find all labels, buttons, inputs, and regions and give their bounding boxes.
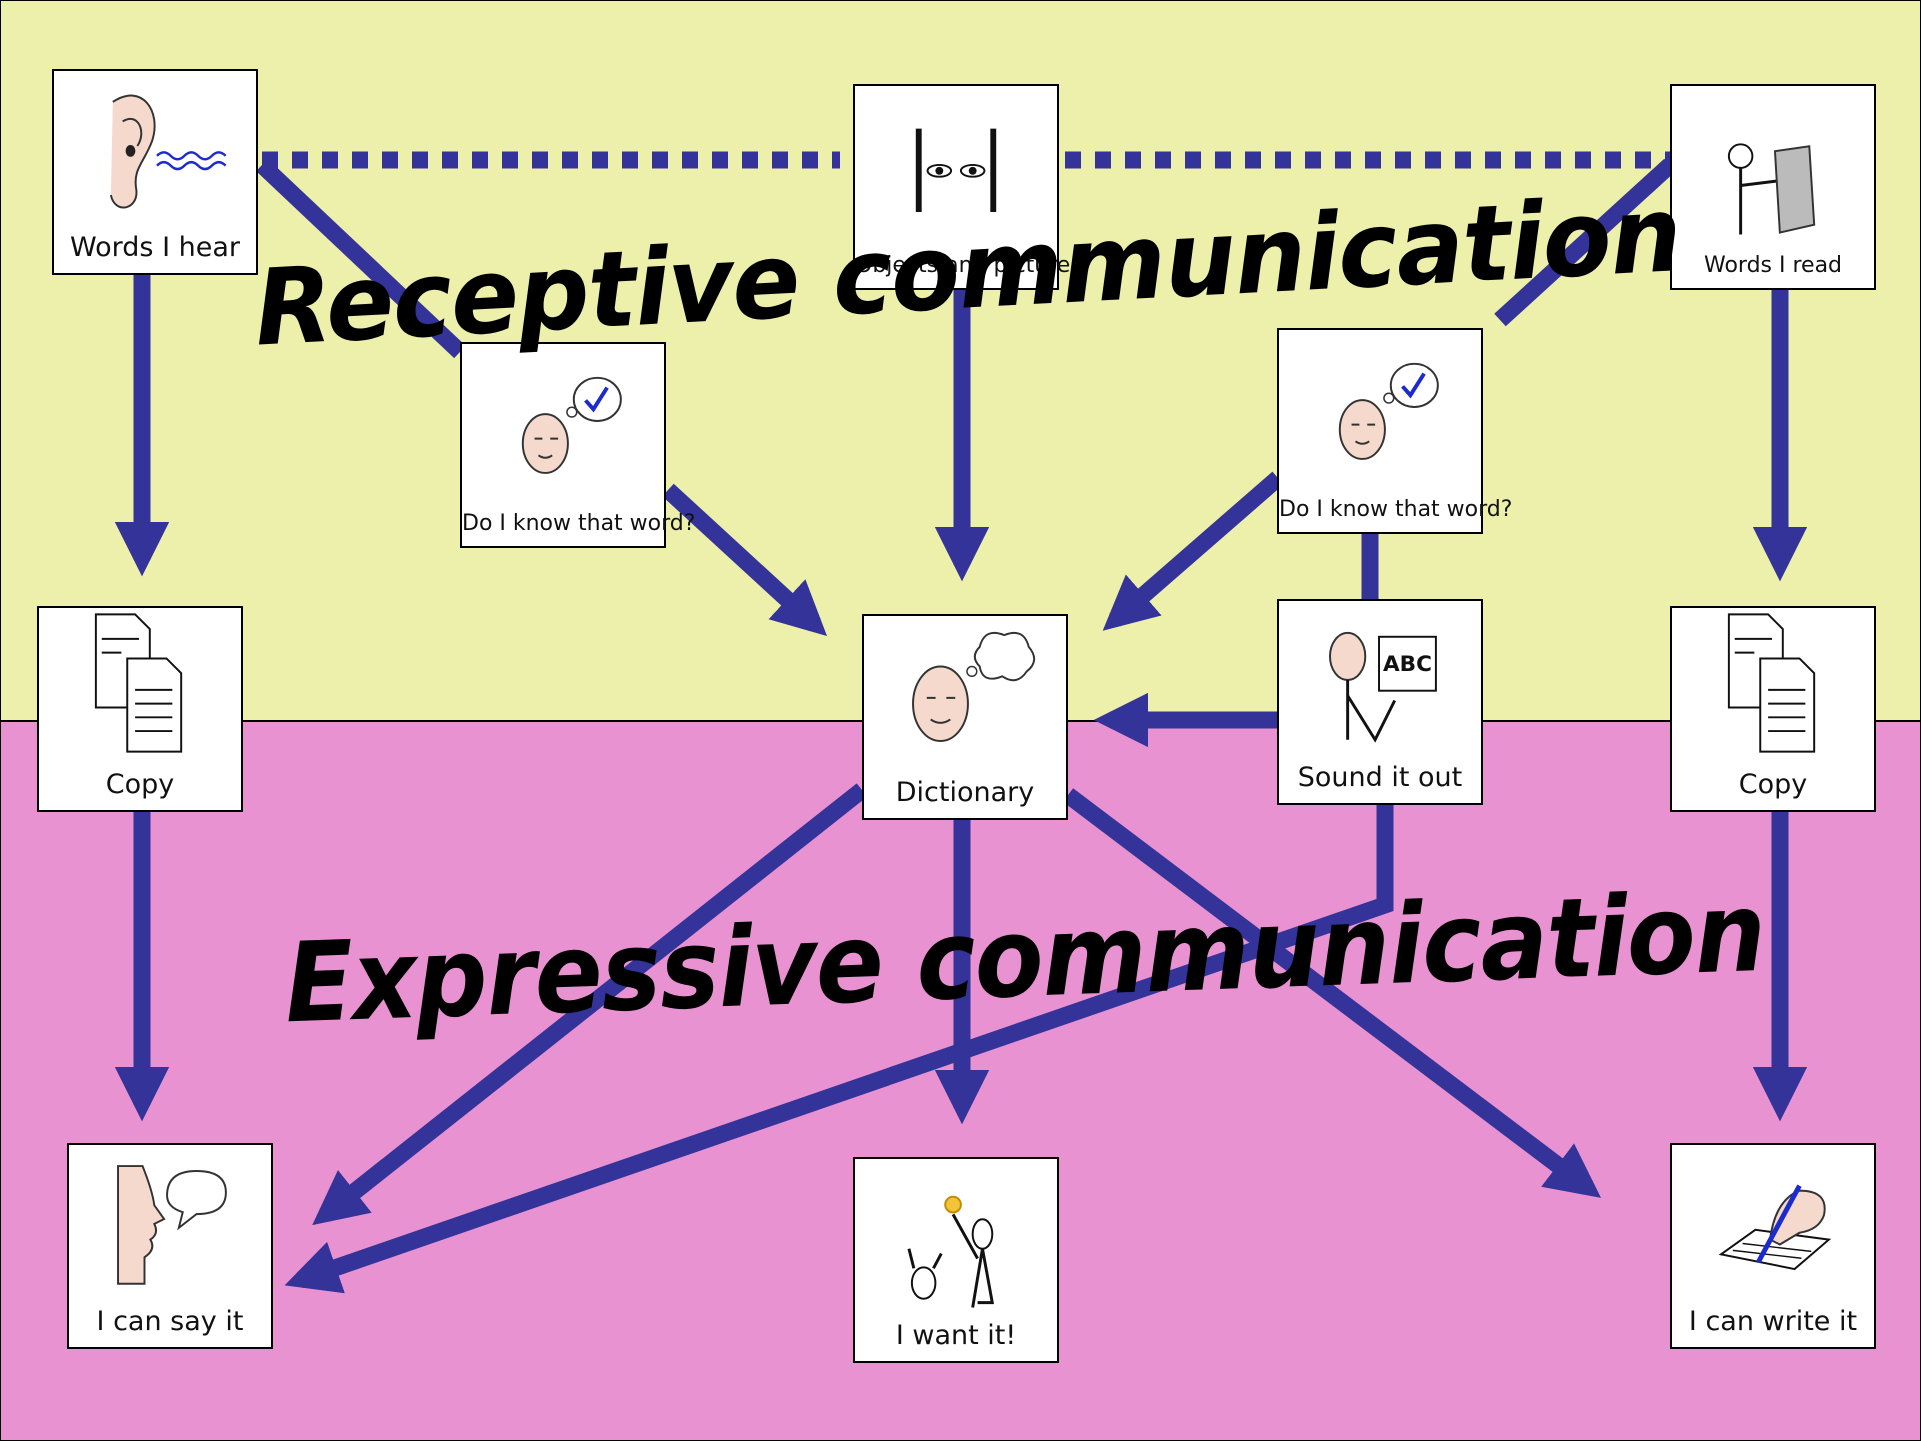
node-objects-and-pictures: Objects and pictures xyxy=(853,84,1082,290)
node-label: Copy xyxy=(105,769,175,800)
arrow-doiknow-to-dictionary xyxy=(662,483,828,637)
eyes-icon xyxy=(915,128,997,212)
want-icon xyxy=(907,1195,995,1308)
documents-icon xyxy=(94,613,183,753)
node-label: Words I read xyxy=(1703,253,1843,278)
node-label: Objects and pictures xyxy=(855,253,1082,278)
node-label: Words I hear xyxy=(70,232,240,263)
node-i-can-say-it: I can say it xyxy=(67,1143,273,1349)
node-label: Dictionary xyxy=(895,777,1035,808)
node-do-i-know-that-word-left: Do I know that word? xyxy=(460,342,696,548)
node-label: I can write it xyxy=(1688,1306,1858,1337)
node-sound-it-out: ABC Sound it out xyxy=(1277,599,1483,805)
writing-hand-icon xyxy=(1718,1184,1832,1271)
node-dictionary: Dictionary xyxy=(862,614,1068,820)
arrow-dictionary-to-write xyxy=(1062,788,1602,1198)
link-hear-to-doiknow xyxy=(256,158,466,359)
node-copy-left: Copy xyxy=(37,606,243,812)
node-label: Sound it out xyxy=(1297,762,1463,793)
node-label: Do I know that word? xyxy=(462,511,696,536)
documents-icon xyxy=(1727,613,1816,753)
node-words-i-hear: Words I hear xyxy=(52,69,258,275)
node-words-i-read: Words I read xyxy=(1670,84,1876,290)
thinking-face-icon xyxy=(912,631,1036,742)
reading-person-icon xyxy=(1727,143,1816,235)
node-label: Copy xyxy=(1738,769,1808,800)
node-label: Do I know that word? xyxy=(1279,497,1513,522)
arrow-dictionary-to-say xyxy=(312,783,868,1226)
node-do-i-know-that-word-right: Do I know that word? xyxy=(1277,328,1513,534)
thinking-face-icon xyxy=(521,376,622,474)
node-label: I want it! xyxy=(895,1320,1017,1351)
thinking-face-icon xyxy=(1338,362,1439,460)
arrow-doiknow-to-dictionary-right xyxy=(1102,471,1284,631)
arrow-sound-to-say xyxy=(284,805,1394,1294)
abc-board-icon: ABC xyxy=(1329,631,1437,743)
node-label: I can say it xyxy=(96,1306,244,1337)
node-i-want-it: I want it! xyxy=(853,1157,1059,1363)
node-copy-right: Copy xyxy=(1670,606,1876,812)
ear-icon xyxy=(109,94,227,209)
link-read-to-doiknow xyxy=(1494,158,1676,327)
speaking-face-icon xyxy=(117,1165,227,1285)
node-i-can-write-it: I can write it xyxy=(1670,1143,1876,1349)
svg-text:ABC: ABC xyxy=(1383,652,1432,677)
